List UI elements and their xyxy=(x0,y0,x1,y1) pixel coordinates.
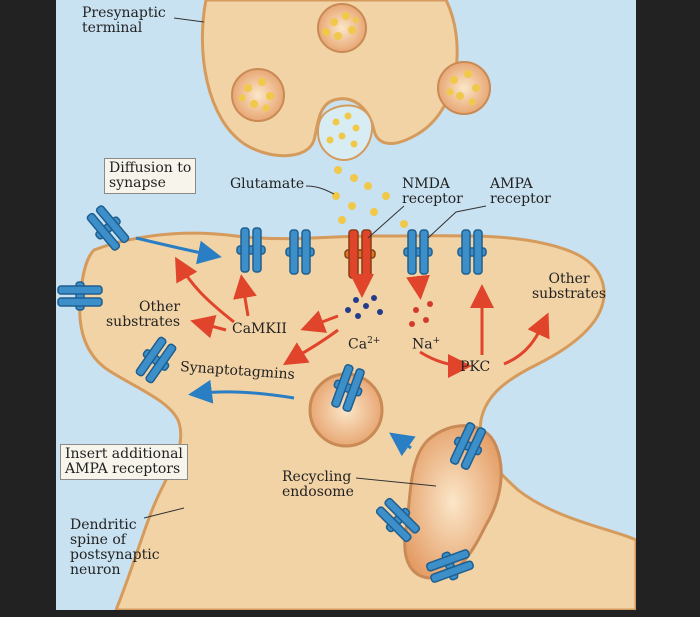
glutamate-molecules xyxy=(332,166,408,228)
recycling-endosome-label: Recycling endosome xyxy=(282,469,354,500)
presynaptic-terminal-label: Presynaptic terminal xyxy=(82,5,166,36)
nmda-receptor-label: NMDA receptor xyxy=(402,176,463,207)
sodium-label: Na+ xyxy=(412,336,441,353)
synaptic-vesicle xyxy=(231,68,285,122)
arrow-camkii-to-receptor xyxy=(233,274,257,317)
ampa-receptor-endosome xyxy=(375,497,421,543)
arrow-synaptotagmin-insert xyxy=(188,379,295,404)
leader-dendritic xyxy=(143,507,185,519)
leader-ampa xyxy=(427,205,487,239)
fusing-vesicle xyxy=(316,104,374,162)
ampa-receptor-membrane xyxy=(135,336,177,384)
arrow-diffusion xyxy=(135,236,222,265)
leader-presynaptic xyxy=(173,17,205,23)
other-substrates-left-label: Other substrates xyxy=(106,299,181,330)
ampa-receptor-vesicle xyxy=(331,364,365,412)
diagram-panel: Presynaptic terminal Diffusion to synaps… xyxy=(56,0,636,610)
leader-recycling xyxy=(355,477,437,487)
ampa-receptor-label: AMPA receptor xyxy=(490,176,551,207)
arrow-pkc-to-other xyxy=(503,312,550,366)
leader-nmda xyxy=(367,205,405,239)
camkii-label: CaMKII xyxy=(232,321,287,337)
arrow-na-to-pkc xyxy=(419,350,472,378)
ampa-receptor xyxy=(457,229,487,275)
diffusion-label: Diffusion to synapse xyxy=(104,158,197,194)
arrow-ca-to-camkii xyxy=(300,310,339,333)
calcium-label: Ca2+ xyxy=(348,336,381,353)
arrow-endosome-to-vesicle xyxy=(389,432,416,457)
sodium-ions xyxy=(409,301,433,327)
arrow-ca-to-synaptotagmin xyxy=(282,328,339,366)
dendritic-spine-label: Dendritic spine of postsynaptic neuron xyxy=(70,517,160,578)
insert-ampa-label: Insert additional AMPA receptors xyxy=(60,444,188,480)
glutamate-label: Glutamate xyxy=(230,176,305,192)
ampa-receptor-left xyxy=(86,205,130,251)
ampa-receptor-endosome xyxy=(426,549,474,583)
pkc-label: PKC xyxy=(460,359,491,375)
other-substrates-right-label: Other substrates xyxy=(532,271,607,302)
arrow-camkii-up xyxy=(175,256,235,324)
synaptic-vesicle xyxy=(437,61,491,115)
arrow-camkii-to-other xyxy=(190,315,227,339)
synapse-diagram xyxy=(57,0,636,610)
nmda-receptor xyxy=(344,229,376,279)
ampa-receptor-membrane xyxy=(57,281,103,311)
ampa-receptor-endosome xyxy=(449,422,487,470)
synaptic-vesicle xyxy=(317,3,367,53)
ampa-receptor xyxy=(403,229,433,275)
ampa-receptor xyxy=(236,227,266,273)
ampa-receptor xyxy=(285,229,315,275)
leader-glutamate xyxy=(305,185,335,195)
arrow-ampa-to-na xyxy=(406,274,430,300)
